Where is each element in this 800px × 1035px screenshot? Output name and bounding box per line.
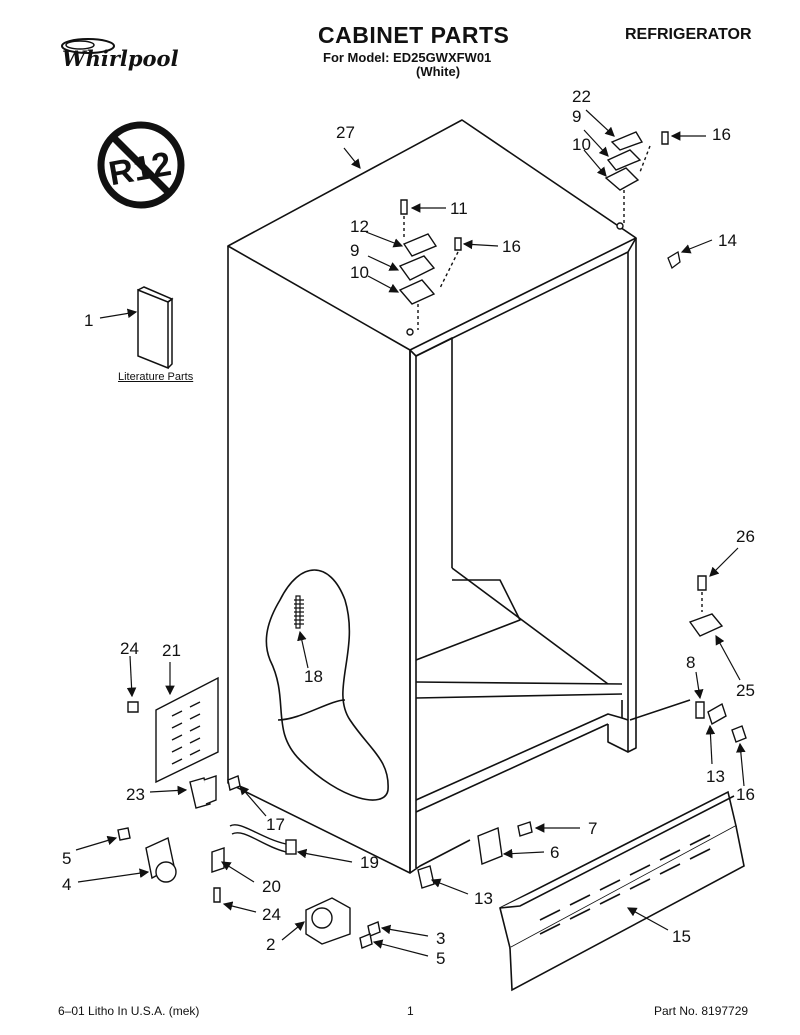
callout-label: 9 [350, 241, 359, 260]
callout-label: 16 [712, 125, 731, 144]
callout-label: 10 [350, 263, 369, 282]
part-14-clip [667, 250, 681, 270]
brand-logo: Whirlpool [40, 30, 190, 80]
literature-parts-label: Literature Parts [118, 371, 194, 383]
callout-label: 2 [266, 935, 275, 954]
drain-coil [294, 595, 304, 629]
callout-label: 8 [686, 653, 695, 672]
roller-bracket-right [688, 575, 724, 637]
brand-name: Whirlpool [62, 46, 179, 71]
callout-label: 26 [736, 527, 755, 546]
leveling-bracket-front [417, 821, 533, 889]
literature-booklet [137, 286, 174, 370]
page-title: CABINET PARTS [318, 22, 510, 48]
footer-part-number: Part No. 8197729 [654, 1004, 749, 1018]
top-right-hinge [604, 131, 669, 230]
callout-label: 18 [304, 667, 323, 686]
base-grille [499, 790, 745, 992]
callout-label: 17 [266, 815, 285, 834]
callout-label: 7 [588, 819, 597, 838]
callout-label: 5 [436, 949, 445, 968]
category-label: REFRIGERATOR [625, 26, 752, 43]
callout-label: 23 [126, 785, 145, 804]
callout-label: 13 [706, 767, 725, 786]
callout-label: 21 [162, 641, 181, 660]
top-left-hinge [398, 199, 462, 336]
callout-label: 15 [672, 927, 691, 946]
footer-print-info: 6–01 Litho In U.S.A. (mek) [58, 1004, 200, 1018]
water-tube [211, 824, 297, 903]
front-caster [117, 827, 177, 883]
callout-label: 4 [62, 875, 71, 894]
vent-panel [127, 676, 219, 784]
no-r12-badge-icon: R12 [97, 121, 185, 209]
callout-label: 25 [736, 681, 755, 700]
footer-page-number: 1 [407, 1004, 414, 1018]
callout-label: 10 [572, 135, 591, 154]
callout-label: 27 [336, 123, 355, 142]
callout-label: 3 [436, 929, 445, 948]
callout-leaders [75, 109, 746, 957]
callout-label: 16 [736, 785, 755, 804]
cabinet-body [227, 119, 691, 874]
callout-label: 12 [350, 217, 369, 236]
whirlpool-swirl-icon [61, 38, 115, 54]
callout-label: 1 [84, 311, 93, 330]
callout-label: 11 [450, 199, 468, 218]
bracket-23 [189, 775, 241, 809]
callout-label: 22 [572, 87, 591, 106]
leveling-bracket-right [695, 701, 747, 743]
callout-label: 24 [262, 905, 281, 924]
callout-label: 9 [572, 107, 581, 126]
callout-label: 24 [120, 639, 139, 658]
callout-label: 16 [502, 237, 521, 256]
callout-label: 19 [360, 853, 379, 872]
rear-roller [305, 897, 381, 949]
callout-label: 20 [262, 877, 281, 896]
callout-label: 13 [474, 889, 493, 908]
callout-label: 5 [62, 849, 71, 868]
model-line: For Model: ED25GWXFW01 [323, 50, 492, 65]
callout-label: 6 [550, 843, 559, 862]
color-line: (White) [416, 64, 461, 79]
callout-label: 14 [718, 231, 737, 250]
